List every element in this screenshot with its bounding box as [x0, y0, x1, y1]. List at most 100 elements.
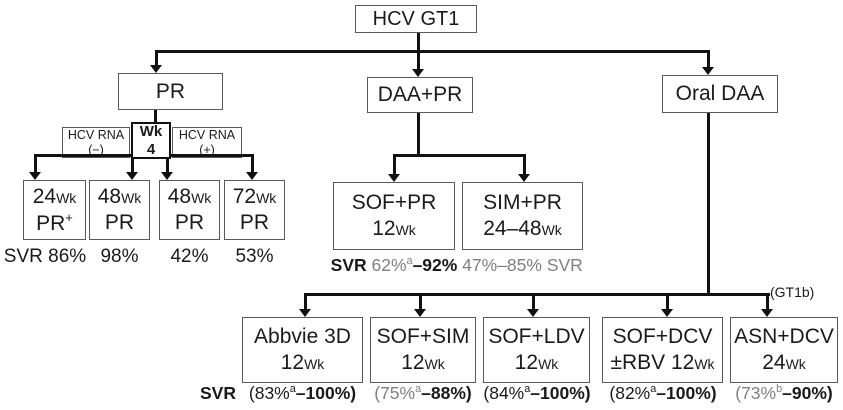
svr-text-48wk-pr-pos: 42%: [159, 246, 220, 268]
regimen-name: SOF+PR: [351, 191, 437, 215]
wk-suffix: Wk: [785, 356, 806, 372]
wk-suffix: Wk: [541, 222, 562, 238]
regimen-name: PR: [174, 211, 205, 234]
svr-value: 86%: [48, 246, 87, 267]
node-pr-label: PR: [155, 79, 186, 103]
regimen-name: Abbvie 3D: [254, 325, 351, 349]
svr-text-abbvie-3d: (83%a–100%): [237, 383, 368, 404]
arrow-down-icon: [761, 309, 773, 317]
svr-footnote: a: [524, 383, 531, 396]
svr-high: –100%): [656, 383, 717, 403]
svr-text-sof-pr: SVR 62%a–92%: [326, 255, 462, 276]
svr-footnote: a: [406, 255, 413, 268]
arrow-down-icon: [388, 174, 400, 182]
node-daa-pr: DAA+PR: [367, 77, 473, 113]
hcv-rna-neg-line1: HCV RNA: [67, 128, 125, 143]
connector-line: [666, 293, 669, 309]
arrow-down-icon: [299, 309, 311, 317]
arrow-down-icon: [29, 172, 41, 180]
arrow-down-icon: [702, 67, 714, 75]
arrow-down-icon: [518, 174, 530, 182]
svr-high: –100%): [530, 383, 591, 403]
arrow-down-icon: [527, 309, 539, 317]
svr-low: (75%: [374, 383, 416, 403]
node-hcv-gt1-label: HCV GT1: [372, 7, 460, 30]
duration: 24–48Wk: [483, 216, 562, 242]
node-oral-daa: Oral DAA: [662, 75, 778, 113]
duration: ±RBV 12Wk: [610, 350, 714, 376]
hcv-rna-neg-line2: (−): [88, 142, 104, 157]
svr-text-24wk-pr: SVR 86%: [0, 246, 92, 268]
regimen-name: PR: [104, 211, 135, 234]
svr-text-sof-ldv: (84%a–100%): [478, 383, 596, 404]
svr-text-asn-dcv: (73%b–90%): [726, 383, 842, 404]
connector-line: [155, 50, 158, 65]
svr-high: –88%): [421, 383, 472, 403]
svr-text-72wk-pr: 53%: [224, 246, 285, 268]
node-sof-dcv-rbv: SOF+DCV ±RBV 12Wk: [602, 317, 723, 383]
node-asn-dcv: ASN+DCV 24Wk: [730, 317, 838, 383]
duration: 12Wk: [281, 350, 325, 376]
duration-value: 12: [372, 217, 396, 240]
svr-footnote: a: [289, 383, 296, 396]
node-24wk-pr: 24Wk PR+: [23, 180, 86, 240]
node-abbvie-3d: Abbvie 3D 12Wk: [242, 317, 363, 383]
svr-high: –90%): [782, 383, 833, 403]
svr-text-sof-dcv-rbv: (82%a–100%): [598, 383, 728, 404]
node-week-4: Wk 4: [131, 122, 171, 159]
connector-line: [523, 154, 526, 174]
regimen-sup: +: [65, 209, 73, 225]
regimen-name: SOF+DCV: [612, 325, 713, 349]
connector-line: [419, 293, 422, 309]
svr-footnote: a: [650, 383, 657, 396]
regimen-name: SOF+SIM: [376, 325, 470, 349]
duration-value: 72: [232, 185, 257, 209]
wk-suffix: Wk: [56, 189, 77, 206]
regimen-name: SOF+LDV: [488, 325, 585, 349]
regimen-name: SIM+PR: [483, 191, 562, 215]
connector-line: [766, 293, 769, 309]
regimen-name: ASN+DCV: [734, 325, 834, 349]
regimen: PR+: [36, 210, 73, 237]
svr-low: (83%: [248, 383, 290, 403]
duration: 24Wk: [762, 350, 806, 376]
svr-row-label: SVR: [197, 383, 239, 404]
node-sof-sim: SOF+SIM 12Wk: [370, 317, 476, 383]
connector-line: [154, 110, 157, 123]
svr-value: 53%: [235, 246, 274, 267]
regimen-name: PR: [36, 211, 66, 235]
duration-value: 12: [280, 351, 305, 374]
week4-line2: 4: [146, 140, 156, 158]
svr-label: SVR: [330, 255, 372, 275]
gt1b-note-text: (GT1b): [770, 284, 815, 300]
connector-line: [707, 113, 710, 296]
label-hcv-rna-negative: HCV RNA (−): [62, 127, 130, 158]
wk-suffix: Wk: [256, 190, 277, 207]
arrow-down-icon: [161, 172, 173, 180]
duration-value: 12: [670, 351, 695, 374]
wk-suffix: Wk: [694, 356, 715, 372]
duration: 72Wk: [233, 184, 277, 210]
svr-value: 42%: [170, 246, 209, 267]
arrow-down-icon: [414, 309, 426, 317]
wk-suffix: Wk: [395, 222, 416, 238]
duration-value: 48: [97, 185, 122, 209]
arrow-down-icon: [150, 65, 162, 73]
node-oral-daa-label: Oral DAA: [675, 82, 765, 106]
arrow-down-icon: [661, 309, 673, 317]
svr-low: (73%: [735, 383, 777, 403]
hcv-rna-pos-line1: HCV RNA: [178, 128, 236, 143]
wk-suffix: Wk: [191, 190, 212, 207]
duration: 48Wk: [98, 184, 142, 210]
duration-value: 24: [32, 184, 57, 208]
connector-line: [304, 293, 307, 309]
connector-line: [155, 50, 710, 53]
duration: 12Wk: [515, 350, 559, 376]
wk-suffix: Wk: [304, 356, 325, 372]
duration-value: 24–48: [483, 217, 542, 240]
node-pr: PR: [118, 73, 223, 110]
connector-line: [251, 154, 254, 172]
gt1b-note: (GT1b): [770, 284, 814, 300]
svr-label: SVR: [200, 383, 236, 403]
